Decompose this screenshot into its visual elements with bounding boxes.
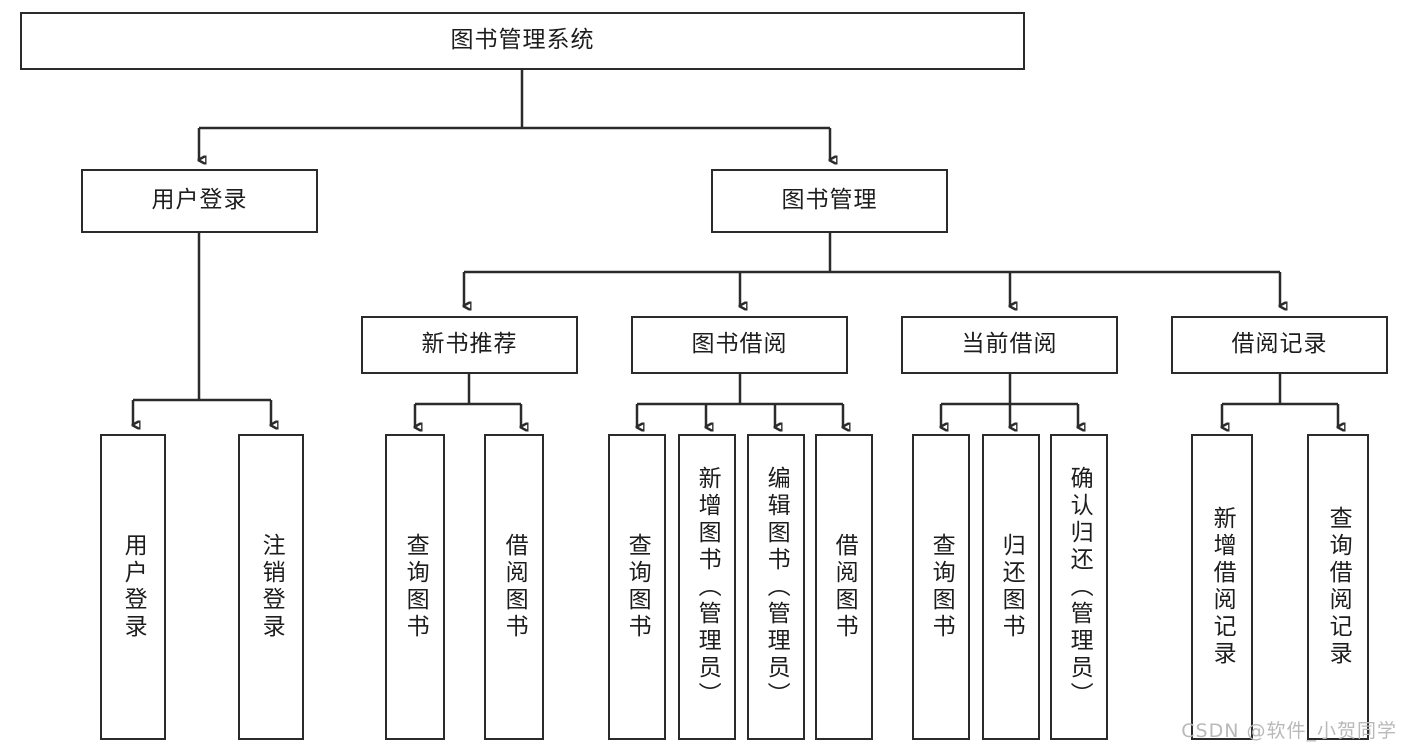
leaf-label: 归还图书 <box>998 533 1025 641</box>
leaf-borrow-books-recommendation[interactable]: 借阅图书 <box>484 434 544 740</box>
leaf-label: 确认归还（管理员） <box>1066 465 1093 709</box>
node-new-book-recommendation[interactable]: 新书推荐 <box>361 316 578 374</box>
leaf-label: 查询图书 <box>402 533 429 641</box>
leaf-return-books[interactable]: 归还图书 <box>982 434 1040 740</box>
leaf-label: 用户登录 <box>120 533 147 641</box>
leaf-query-books-recommendation[interactable]: 查询图书 <box>385 434 445 740</box>
leaf-label: 查询图书 <box>928 533 955 641</box>
leaf-label: 借阅图书 <box>501 533 528 641</box>
leaf-label: 注销登录 <box>258 533 285 641</box>
node-borrowing-records[interactable]: 借阅记录 <box>1171 316 1388 374</box>
leaf-query-borrowing-record[interactable]: 查询借阅记录 <box>1307 434 1369 740</box>
leaf-confirm-return-admin[interactable]: 确认归还（管理员） <box>1050 434 1108 740</box>
leaf-label: 借阅图书 <box>831 533 858 641</box>
leaf-label: 查询图书 <box>624 533 651 641</box>
leaf-user-login[interactable]: 用户登录 <box>100 434 166 740</box>
leaf-label: 查询借阅记录 <box>1325 506 1352 668</box>
leaf-add-borrowing-record[interactable]: 新增借阅记录 <box>1191 434 1253 740</box>
leaf-query-books-borrowing[interactable]: 查询图书 <box>608 434 666 740</box>
node-book-borrowing[interactable]: 图书借阅 <box>631 316 848 374</box>
leaf-add-book-admin[interactable]: 新增图书（管理员） <box>678 434 736 740</box>
leaf-borrow-books-borrowing[interactable]: 借阅图书 <box>815 434 873 740</box>
leaf-label: 编辑图书（管理员） <box>763 465 790 709</box>
leaf-logout[interactable]: 注销登录 <box>238 434 304 740</box>
leaf-edit-book-admin[interactable]: 编辑图书（管理员） <box>747 434 805 740</box>
leaf-query-books-current[interactable]: 查询图书 <box>912 434 970 740</box>
node-book-management[interactable]: 图书管理 <box>711 169 948 233</box>
node-root-system[interactable]: 图书管理系统 <box>20 12 1025 70</box>
leaf-label: 新增图书（管理员） <box>694 465 721 709</box>
node-current-borrowing[interactable]: 当前借阅 <box>901 316 1118 374</box>
node-user-login[interactable]: 用户登录 <box>81 169 318 233</box>
leaf-label: 新增借阅记录 <box>1209 506 1236 668</box>
watermark-credit: CSDN @软件_小贺同学 <box>1181 720 1397 742</box>
